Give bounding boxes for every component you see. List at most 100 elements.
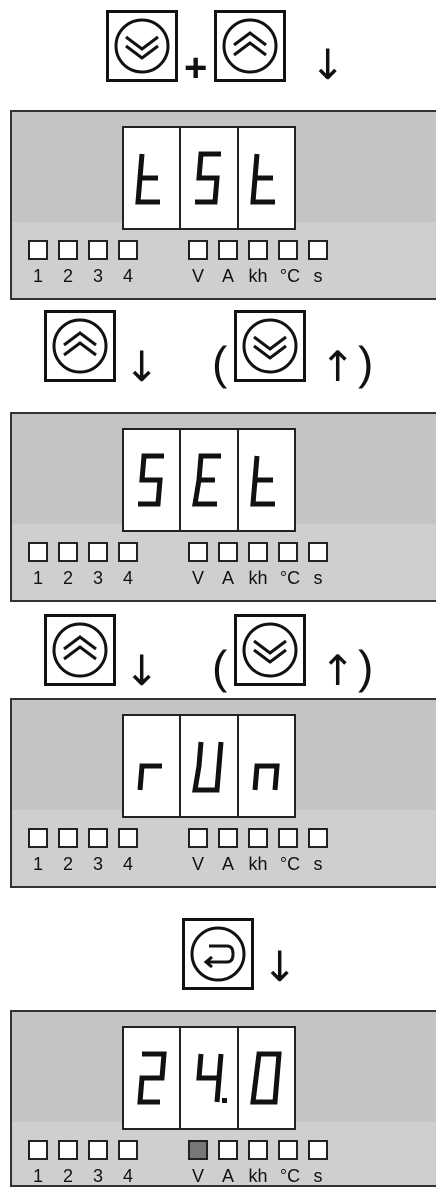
led-c <box>278 542 298 562</box>
led-label: V <box>191 854 205 874</box>
led-label: 1 <box>32 266 44 286</box>
digit <box>124 716 182 816</box>
digit <box>239 716 294 816</box>
display-panel-1: 1 2 3 4 V A kh °C s <box>10 110 436 300</box>
digit <box>239 430 294 530</box>
led-label: 2 <box>62 1166 74 1186</box>
display-panel-4: 1 2 3 4 V A kh °C s <box>10 1010 436 1187</box>
seg-t-icon <box>135 153 160 205</box>
double-chevron-down-icon <box>242 622 298 678</box>
led-s <box>308 1140 328 1160</box>
down-arrow: ↓ <box>262 942 298 991</box>
led-label: 3 <box>92 568 104 588</box>
led-s <box>308 240 328 260</box>
led-kh <box>248 1140 268 1160</box>
seg-n-icon <box>252 763 280 791</box>
led-2 <box>58 828 78 848</box>
enter-return-icon <box>190 926 246 982</box>
digit <box>181 716 239 816</box>
seg-5-icon <box>138 453 164 507</box>
seg-4-decimal-icon <box>196 1053 228 1103</box>
down-key[interactable] <box>106 10 178 82</box>
led-c <box>278 1140 298 1160</box>
led-label: 1 <box>32 854 44 874</box>
led-c <box>278 828 298 848</box>
double-chevron-down-icon <box>114 18 170 74</box>
led-v <box>188 240 208 260</box>
led-1 <box>28 1140 48 1160</box>
led-label: 3 <box>92 266 104 286</box>
led-4 <box>118 828 138 848</box>
digit <box>181 430 239 530</box>
led-label: kh <box>248 854 268 874</box>
led-label: °C <box>279 568 301 588</box>
double-chevron-up-icon <box>52 318 108 374</box>
seg-r-icon <box>137 763 162 791</box>
seg-t-icon <box>249 153 275 205</box>
led-label: 4 <box>122 568 134 588</box>
led-label: °C <box>279 1166 301 1186</box>
seg-t-icon <box>249 455 275 507</box>
led-3 <box>88 240 108 260</box>
led-c <box>278 240 298 260</box>
seg-u-icon <box>192 741 224 793</box>
led-label: A <box>221 1166 235 1186</box>
seg-e-icon <box>192 453 222 507</box>
up-key[interactable] <box>44 310 116 382</box>
led-v <box>188 542 208 562</box>
led-label: 1 <box>32 1166 44 1186</box>
led-label: V <box>191 1166 205 1186</box>
digit <box>239 128 294 228</box>
open-paren: ( <box>212 337 228 389</box>
up-key[interactable] <box>214 10 286 82</box>
down-arrow: ↓ <box>124 342 160 391</box>
enter-key[interactable] <box>182 918 254 990</box>
digit <box>124 1028 182 1128</box>
seven-segment-display <box>122 714 296 818</box>
led-label: °C <box>279 854 301 874</box>
close-paren: ) <box>358 337 374 389</box>
double-chevron-up-icon <box>222 18 278 74</box>
seven-segment-display <box>122 126 296 230</box>
indicator-leds: 1 2 3 4 V A kh °C s <box>12 1140 436 1196</box>
up-arrow: ↑ <box>320 646 356 695</box>
seg-2-icon <box>137 1051 167 1105</box>
up-key[interactable] <box>44 614 116 686</box>
led-label: V <box>191 266 205 286</box>
plus-sign: + <box>184 46 208 90</box>
indicator-leds: 1 2 3 4 V A kh °C s <box>12 542 436 598</box>
digit <box>181 128 239 228</box>
seg-5-icon <box>195 151 222 205</box>
led-3 <box>88 1140 108 1160</box>
led-4 <box>118 1140 138 1160</box>
led-a <box>218 542 238 562</box>
led-label: 2 <box>62 568 74 588</box>
led-1 <box>28 240 48 260</box>
led-kh <box>248 828 268 848</box>
led-label: °C <box>279 266 301 286</box>
led-label: 3 <box>92 854 104 874</box>
led-label: 4 <box>122 266 134 286</box>
display-panel-2: 1 2 3 4 V A kh °C s <box>10 412 436 602</box>
led-1 <box>28 542 48 562</box>
indicator-leds: 1 2 3 4 V A kh °C s <box>12 828 436 884</box>
seg-0-icon <box>249 1051 282 1105</box>
led-label: A <box>221 854 235 874</box>
led-4 <box>118 240 138 260</box>
led-4 <box>118 542 138 562</box>
led-label: A <box>221 266 235 286</box>
down-key[interactable] <box>234 310 306 382</box>
down-arrow: ↓ <box>124 646 160 695</box>
down-key[interactable] <box>234 614 306 686</box>
led-a <box>218 1140 238 1160</box>
led-label: V <box>191 568 205 588</box>
led-label: 4 <box>122 854 134 874</box>
up-arrow: ↑ <box>320 342 356 391</box>
led-3 <box>88 542 108 562</box>
led-a <box>218 828 238 848</box>
led-2 <box>58 542 78 562</box>
led-v <box>188 828 208 848</box>
led-label: s <box>313 854 323 874</box>
digit <box>124 430 182 530</box>
led-label: kh <box>248 568 268 588</box>
